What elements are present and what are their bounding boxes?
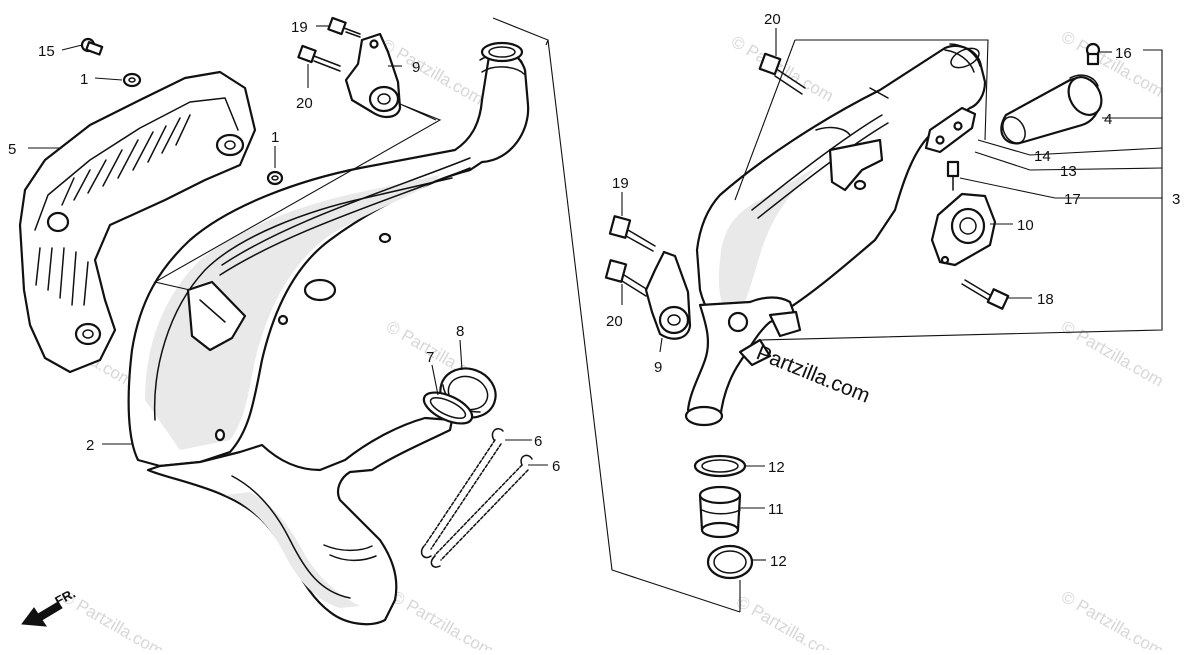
callout-19b: 19 (612, 175, 629, 192)
bolt-20-part (297, 44, 341, 72)
bolt-20c-part (604, 259, 649, 297)
callout-20: 20 (296, 95, 313, 112)
watermark-text: © Partzilla.com (388, 587, 497, 650)
callout-11: 11 (768, 501, 784, 518)
bolt-17-part (946, 160, 960, 191)
site-label: Partzilla.com (753, 341, 873, 407)
callout-2: 2 (86, 437, 94, 454)
callout-17: 17 (1064, 191, 1081, 208)
callout-20c: 20 (606, 313, 623, 330)
washer-1-part (122, 72, 142, 88)
tailpipe-4-part (1000, 74, 1103, 145)
bracket-13-part (924, 106, 977, 154)
callout-labels: 15 1 5 1 2 19 20 9 8 7 6 6 20 19 20 9 16… (8, 11, 1180, 570)
callout-3: 3 (1172, 191, 1180, 208)
callout-19: 19 (291, 19, 308, 36)
leader-lines (28, 25, 1163, 561)
watermark-text: © Partzilla.com (728, 32, 837, 106)
watermark-text: © Partzilla.com (733, 592, 842, 650)
callout-10: 10 (1017, 217, 1034, 234)
callout-13: 13 (1060, 163, 1077, 180)
rubber-mount-9b-part (644, 250, 692, 340)
callout-7: 7 (426, 349, 434, 366)
joint-11-part (698, 485, 742, 539)
gasket-12-part (693, 454, 747, 478)
callout-16: 16 (1115, 45, 1132, 62)
callout-14: 14 (1034, 148, 1051, 165)
exhaust-chamber-part (127, 41, 530, 626)
callout-6: 6 (534, 433, 542, 450)
silencer-part (684, 43, 987, 427)
bolt-20-top-part (758, 52, 806, 95)
callout-9b: 9 (654, 359, 662, 376)
spring-6-part (420, 428, 504, 559)
rubber-mount-9-part (344, 32, 402, 118)
bolt-19-part (327, 16, 361, 38)
gasket-7-part (422, 391, 474, 425)
callout-9: 9 (412, 59, 420, 76)
bolt-16-part (1085, 42, 1101, 66)
callout-12: 12 (768, 459, 785, 476)
front-arrow-icon (21, 601, 63, 627)
bolt-18-part (961, 279, 1010, 310)
washer-1b-part (266, 170, 284, 186)
callout-5: 5 (8, 141, 16, 158)
callout-6b: 6 (552, 458, 560, 475)
gasket-12b-part (706, 544, 754, 580)
heat-shield-part (18, 70, 257, 374)
callout-20b: 20 (764, 11, 781, 28)
watermark-text: © Partzilla.com (1058, 317, 1167, 391)
assembly-outline (153, 17, 1163, 613)
watermark-text: © Partzilla.com (1058, 587, 1167, 650)
bolt-15-part (80, 37, 104, 56)
callout-4: 4 (1104, 111, 1112, 128)
rubber-mount-10-part (930, 192, 997, 267)
callout-1: 1 (80, 71, 88, 88)
spring-6b-part (430, 454, 533, 568)
callout-8: 8 (456, 323, 464, 340)
callout-12b: 12 (770, 553, 787, 570)
callout-1b: 1 (271, 129, 279, 146)
bolt-19b-part (608, 215, 656, 252)
callout-18: 18 (1037, 291, 1054, 308)
callout-15: 15 (38, 43, 55, 60)
